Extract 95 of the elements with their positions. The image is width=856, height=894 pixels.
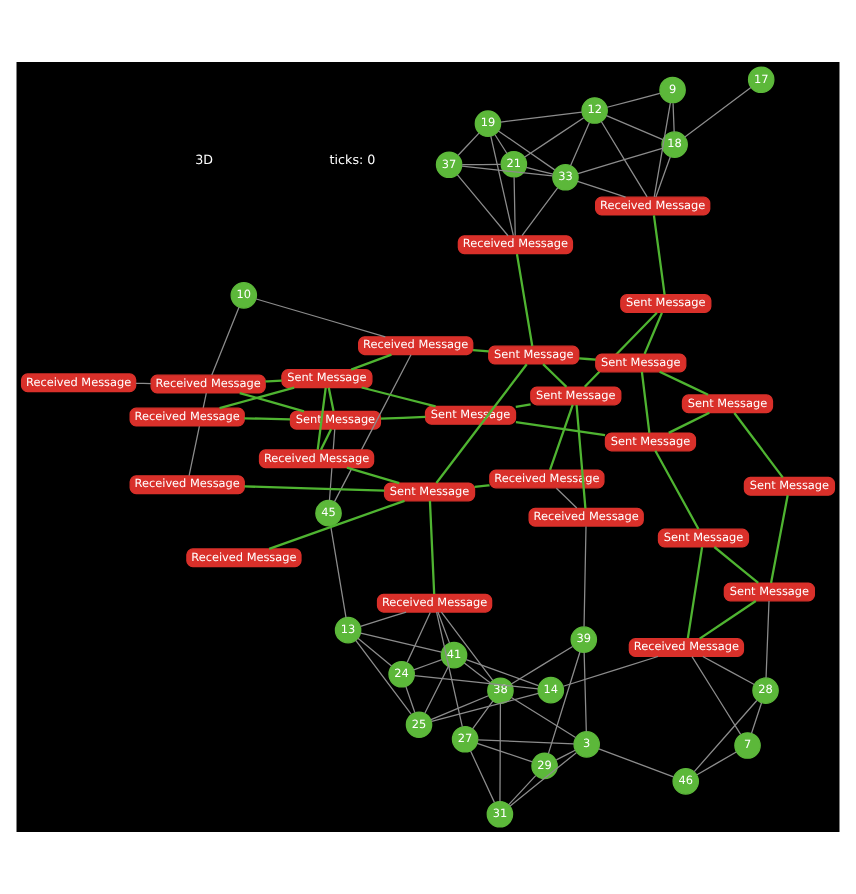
connector	[654, 450, 700, 530]
connector	[471, 700, 494, 730]
connector	[330, 525, 347, 619]
connector	[430, 695, 490, 721]
connector	[577, 147, 663, 175]
connector	[244, 485, 385, 492]
connector	[600, 120, 648, 198]
connector	[659, 370, 709, 396]
connector	[693, 699, 758, 773]
connector	[606, 92, 661, 108]
connector	[494, 134, 508, 155]
connector	[569, 121, 591, 167]
connector	[219, 386, 295, 410]
connector	[542, 363, 568, 388]
connector	[769, 495, 789, 584]
connector	[346, 466, 400, 485]
connector	[424, 666, 449, 714]
connector	[431, 692, 540, 722]
connector	[350, 353, 392, 371]
connector	[702, 655, 755, 686]
connector	[668, 411, 710, 434]
connector	[361, 386, 436, 408]
connector	[461, 163, 502, 166]
connector	[525, 166, 554, 175]
connector	[435, 611, 463, 728]
connector	[598, 748, 675, 778]
connector	[548, 404, 574, 471]
connector	[316, 387, 327, 450]
connector	[477, 739, 575, 745]
connector	[521, 187, 559, 237]
connector	[579, 357, 596, 361]
connector	[765, 600, 770, 679]
connector	[686, 546, 704, 639]
connector	[428, 500, 436, 595]
connector	[583, 525, 587, 628]
connector	[465, 658, 539, 687]
connector	[733, 412, 784, 478]
connector	[562, 655, 659, 687]
connector	[510, 696, 577, 739]
connector	[713, 546, 759, 584]
connector	[515, 253, 534, 347]
connector	[499, 111, 583, 123]
connector	[359, 611, 407, 627]
connector	[653, 102, 671, 198]
connector	[547, 651, 581, 755]
connector	[463, 662, 491, 684]
connector	[515, 403, 531, 409]
connector	[605, 114, 664, 141]
connector	[640, 371, 651, 434]
connector	[469, 750, 496, 803]
connector	[510, 645, 574, 685]
connector	[750, 702, 763, 734]
connector	[413, 658, 443, 671]
connector	[643, 312, 663, 355]
connector	[472, 349, 489, 353]
connector	[461, 165, 554, 177]
connector	[457, 132, 480, 156]
connector	[405, 685, 416, 714]
connector	[456, 173, 509, 237]
connector	[696, 751, 737, 776]
connector	[555, 487, 578, 509]
connector	[435, 363, 528, 484]
connector	[555, 749, 576, 761]
connector	[413, 675, 539, 690]
connector	[672, 102, 675, 133]
connector	[239, 391, 305, 413]
connector	[255, 298, 386, 338]
connector	[576, 180, 627, 198]
connector	[513, 176, 516, 237]
connector	[244, 417, 291, 421]
connector	[476, 742, 534, 763]
connector	[490, 135, 514, 237]
connector	[327, 387, 335, 412]
connector	[699, 600, 757, 640]
connector	[265, 379, 282, 383]
connector	[499, 702, 502, 802]
connector	[583, 651, 587, 733]
connector	[319, 428, 333, 451]
connector	[515, 420, 606, 437]
connector	[684, 86, 752, 138]
connector	[474, 484, 490, 489]
connector	[406, 611, 431, 663]
connector	[380, 415, 426, 420]
connector	[691, 655, 742, 736]
connector	[497, 130, 556, 171]
connector	[355, 639, 412, 715]
connector	[507, 774, 537, 806]
connector	[655, 156, 671, 198]
connector	[523, 117, 585, 158]
connector	[211, 306, 240, 376]
connector	[437, 611, 451, 644]
connector	[575, 404, 587, 509]
connector	[360, 632, 443, 653]
connector	[652, 215, 666, 295]
connector	[357, 637, 393, 667]
